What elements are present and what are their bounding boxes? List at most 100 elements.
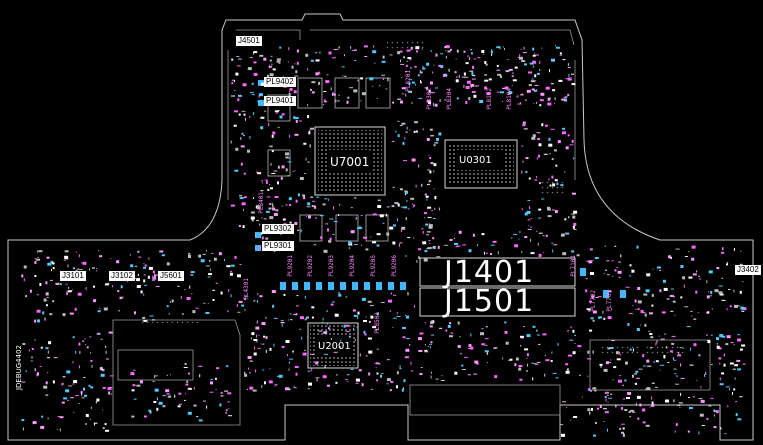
smd-component — [245, 296, 249, 298]
smd-component — [471, 90, 476, 93]
smd-component — [307, 202, 311, 206]
smd-component — [569, 144, 574, 146]
smd-component — [326, 310, 328, 313]
smd-component — [166, 262, 170, 266]
smd-component — [328, 327, 330, 330]
smd-component — [260, 190, 264, 192]
label-pl9301: PL9301 — [262, 241, 294, 251]
smd-component — [99, 307, 101, 309]
smd-component — [100, 373, 105, 377]
smd-component — [497, 251, 499, 255]
smd-component — [271, 290, 276, 293]
smd-component — [323, 91, 327, 92]
smd-component — [526, 210, 531, 214]
smd-component — [212, 299, 215, 301]
smd-component — [677, 404, 681, 406]
smd-component — [73, 267, 76, 270]
smd-component — [392, 327, 394, 329]
smd-component — [454, 71, 457, 74]
smd-component — [205, 265, 210, 267]
smd-component — [365, 248, 369, 251]
smd-component — [161, 254, 165, 257]
smd-component — [663, 355, 666, 356]
smd-component — [317, 73, 321, 75]
smd-component — [427, 346, 429, 347]
smd-component — [567, 134, 570, 137]
smd-component — [243, 208, 244, 211]
smd-component — [418, 350, 423, 352]
smd-component — [431, 371, 432, 374]
smd-component — [190, 274, 194, 276]
smd-component — [315, 377, 320, 379]
smd-component — [737, 368, 742, 371]
smd-component — [292, 171, 294, 172]
smd-component — [491, 53, 493, 56]
smd-component — [473, 94, 477, 98]
smd-component — [718, 285, 723, 287]
smd-component — [503, 46, 505, 48]
smd-component — [143, 263, 145, 265]
smd-component — [430, 162, 434, 165]
smd-component — [674, 373, 677, 375]
smd-component — [415, 46, 420, 50]
smd-component — [288, 388, 291, 391]
smd-component — [249, 92, 254, 94]
smd-component — [698, 431, 700, 435]
smd-component — [269, 59, 272, 62]
smd-component — [73, 380, 78, 384]
smd-component — [490, 244, 495, 246]
smd-component — [242, 225, 245, 229]
smd-component — [426, 198, 428, 201]
smd-component — [230, 264, 235, 267]
smd-component — [21, 381, 26, 383]
smd-component — [610, 393, 613, 395]
smd-component — [149, 315, 154, 317]
smd-component — [511, 237, 513, 239]
smd-component — [567, 330, 570, 332]
smd-component — [416, 50, 418, 53]
smd-component — [698, 398, 703, 400]
smd-component — [544, 124, 548, 127]
smd-component — [523, 46, 525, 50]
smd-component — [698, 278, 701, 280]
smd-component — [543, 251, 545, 253]
smd-component — [604, 391, 609, 394]
smd-component — [227, 401, 230, 403]
smd-component — [479, 100, 484, 103]
smd-component — [428, 101, 432, 105]
inner-keepout-bottom — [409, 384, 561, 416]
smd-component — [454, 237, 455, 239]
smd-component — [520, 48, 522, 50]
smd-component — [672, 296, 675, 298]
smd-component — [367, 337, 372, 340]
smd-component — [732, 368, 736, 370]
smd-component — [322, 203, 326, 206]
smd-component — [537, 154, 540, 158]
smd-component — [92, 267, 95, 269]
smd-component — [592, 387, 597, 390]
smd-component — [365, 355, 368, 357]
smd-component — [419, 71, 423, 74]
smd-component — [426, 234, 430, 236]
smd-component — [251, 332, 255, 336]
smd-component — [315, 361, 319, 365]
smd-component — [131, 389, 135, 392]
smd-component — [210, 379, 214, 381]
smd-component — [214, 377, 217, 380]
smd-component — [688, 397, 690, 399]
smd-component — [585, 278, 588, 280]
smd-component — [463, 72, 466, 76]
smd-component — [389, 389, 392, 392]
smd-component — [485, 344, 488, 346]
smd-component — [483, 53, 485, 55]
smd-component — [250, 216, 255, 220]
smd-component — [721, 299, 726, 301]
smd-component — [263, 335, 266, 338]
smd-component — [276, 112, 278, 115]
smd-component — [674, 314, 676, 316]
smd-component — [566, 368, 569, 372]
smd-component — [477, 57, 481, 59]
smd-component — [304, 295, 306, 299]
smd-component — [406, 126, 408, 130]
smd-component — [645, 388, 647, 390]
